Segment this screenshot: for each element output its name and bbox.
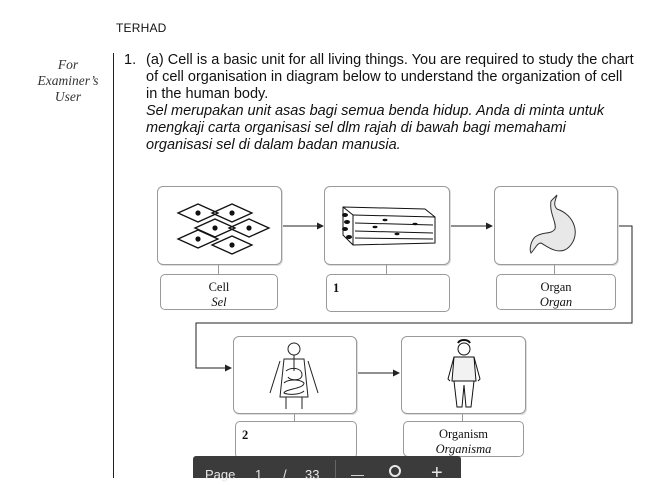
organ-image-box xyxy=(494,186,618,265)
stomach-illustration xyxy=(529,194,576,254)
organism-image-box xyxy=(401,336,526,414)
page-number-input[interactable]: 1 xyxy=(255,467,263,482)
page-total: 33 xyxy=(305,467,320,482)
page-label: Page xyxy=(205,467,236,482)
cell-sublabel: Sel xyxy=(211,295,227,309)
question-english: (a) Cell is a basic unit for all living … xyxy=(146,52,634,102)
examiner-line-3: User xyxy=(54,89,82,104)
organ-stem xyxy=(554,264,555,274)
question-text: (a) Cell is a basic unit for all living … xyxy=(146,52,636,154)
cell-image-box xyxy=(157,186,282,265)
cell-stem xyxy=(218,264,219,274)
organism-label: Organism xyxy=(438,427,489,441)
cell-label: Cell xyxy=(208,280,230,294)
human-figure-illustration xyxy=(447,339,481,408)
organ-label: Organ xyxy=(540,280,572,294)
organism-stem xyxy=(462,413,463,421)
examiner-line-2: Examiner’s xyxy=(37,73,99,88)
toolbar-divider xyxy=(335,460,336,478)
system-answer-number: 2 xyxy=(242,428,249,442)
tissue-stem xyxy=(386,264,387,274)
tissue-illustration xyxy=(342,206,436,246)
tissue-image-box xyxy=(324,186,450,265)
zoom-reset-icon[interactable] xyxy=(389,465,401,477)
organism-label-box: Organism Organisma xyxy=(403,421,524,457)
organ-label-box: Organ Organ xyxy=(496,274,616,310)
question-malay: Sel merupakan unit asas bagi semua benda… xyxy=(146,103,605,153)
system-answer-box[interactable]: 2 xyxy=(235,421,357,459)
cell-illustration xyxy=(176,203,271,255)
zoom-in-button[interactable]: + xyxy=(431,462,443,484)
system-image-box xyxy=(233,336,357,414)
system-stem xyxy=(294,413,295,421)
question-number: 1. xyxy=(124,52,137,68)
organism-sublabel: Organisma xyxy=(435,442,492,456)
digestive-system-illustration xyxy=(269,342,319,409)
cell-label-box: Cell Sel xyxy=(160,274,278,310)
page-separator: / xyxy=(283,467,287,482)
examiner-line-1: For xyxy=(57,57,79,72)
examiner-margin-label: For Examiner’s User xyxy=(20,57,116,105)
tissue-answer-number: 1 xyxy=(333,281,340,295)
pdf-toolbar: Page 1 / 33 — + xyxy=(193,456,461,484)
header-label: TERHAD xyxy=(116,21,167,35)
margin-rule xyxy=(113,53,114,478)
organ-sublabel: Organ xyxy=(539,295,573,309)
zoom-out-button[interactable]: — xyxy=(351,467,364,482)
tissue-answer-box[interactable]: 1 xyxy=(326,274,450,312)
